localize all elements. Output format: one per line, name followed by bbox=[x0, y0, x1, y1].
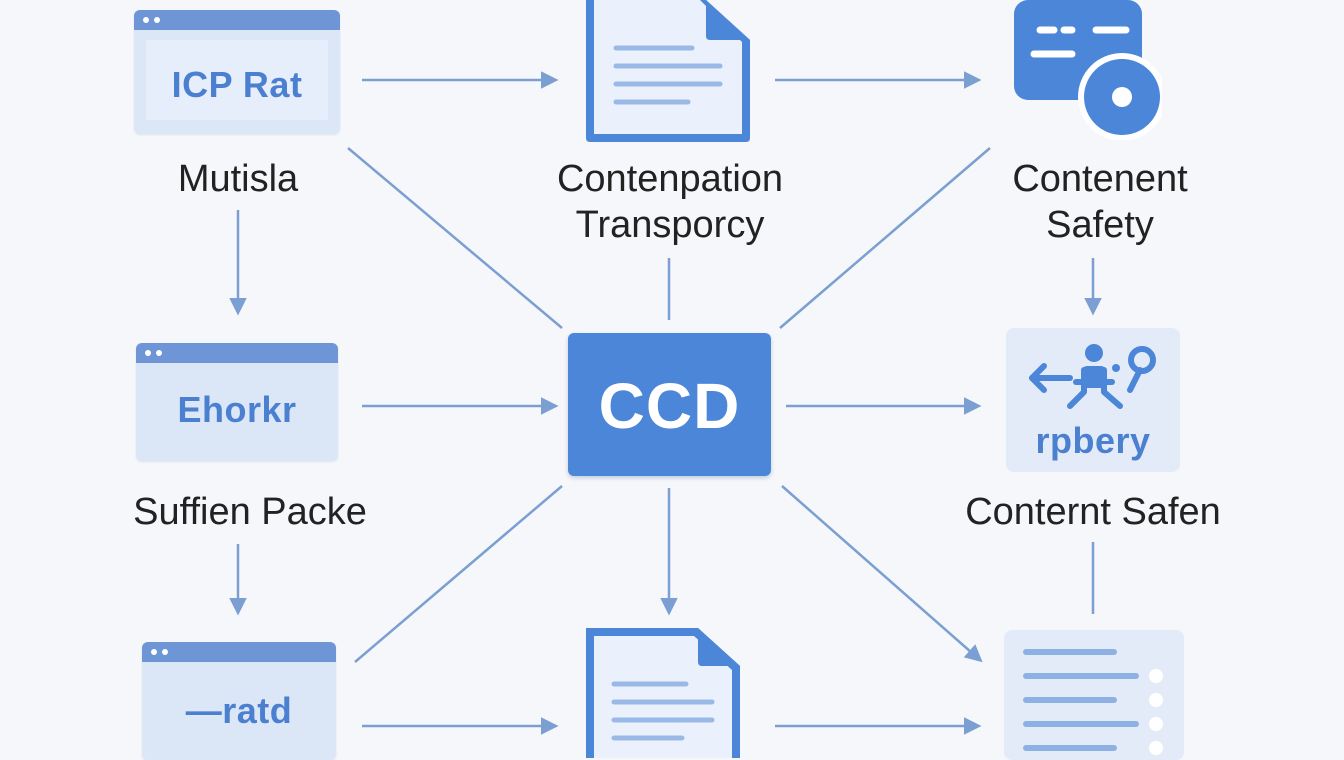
label-line: Transporcy bbox=[575, 204, 765, 246]
id-card-gear-icon bbox=[1012, 0, 1162, 140]
window-title-bar bbox=[142, 642, 336, 662]
window-dot bbox=[145, 350, 151, 356]
line-center-to-botleft bbox=[354, 485, 563, 663]
line-topright-to-center bbox=[779, 147, 991, 329]
node-label-middle-left: Suffien Packe bbox=[133, 491, 367, 533]
arrow-center-to-botright bbox=[781, 485, 983, 663]
window-node-middle-left: Ehorkr bbox=[136, 343, 338, 461]
node-label-middle-right: Conternt Safen bbox=[965, 491, 1221, 533]
window-node-bottom-left: —ratd bbox=[142, 642, 336, 760]
middle-right-panel: rpbery bbox=[1006, 328, 1180, 472]
document-icon bbox=[582, 0, 754, 142]
window-dot bbox=[154, 17, 160, 23]
window-dot bbox=[156, 350, 162, 356]
bottom-right-panel bbox=[1004, 630, 1184, 760]
window-dot bbox=[151, 649, 157, 655]
node-label-top-center: Contenpation Transporcy bbox=[520, 156, 820, 248]
window-text: —ratd bbox=[185, 690, 293, 731]
window-text: ICP Rat bbox=[171, 64, 303, 105]
window-screen bbox=[148, 373, 326, 447]
document-icon bbox=[582, 628, 744, 758]
node-label-top-left: Mutisla bbox=[177, 158, 299, 200]
list-icon bbox=[1004, 630, 1184, 760]
window-title-bar bbox=[136, 343, 338, 363]
label-line: Safety bbox=[1046, 204, 1154, 246]
window-screen bbox=[146, 40, 328, 120]
window-screen bbox=[154, 672, 324, 746]
window-title-bar bbox=[134, 10, 340, 30]
window-text: Ehorkr bbox=[177, 389, 297, 430]
person-pin-icon bbox=[1024, 340, 1164, 420]
window-node-top-left: ICP Rat bbox=[134, 10, 340, 134]
window-dot bbox=[162, 649, 168, 655]
node-label-top-right: Contenent Safety bbox=[975, 156, 1225, 248]
label-line: Contenent bbox=[1012, 158, 1188, 200]
line-topleft-to-center bbox=[347, 147, 563, 329]
window-dot bbox=[143, 17, 149, 23]
center-node: CCD bbox=[568, 333, 771, 476]
center-node-text: CCD bbox=[598, 370, 741, 442]
label-line: Contenpation bbox=[556, 158, 784, 200]
panel-text: rpbery bbox=[1035, 420, 1151, 461]
